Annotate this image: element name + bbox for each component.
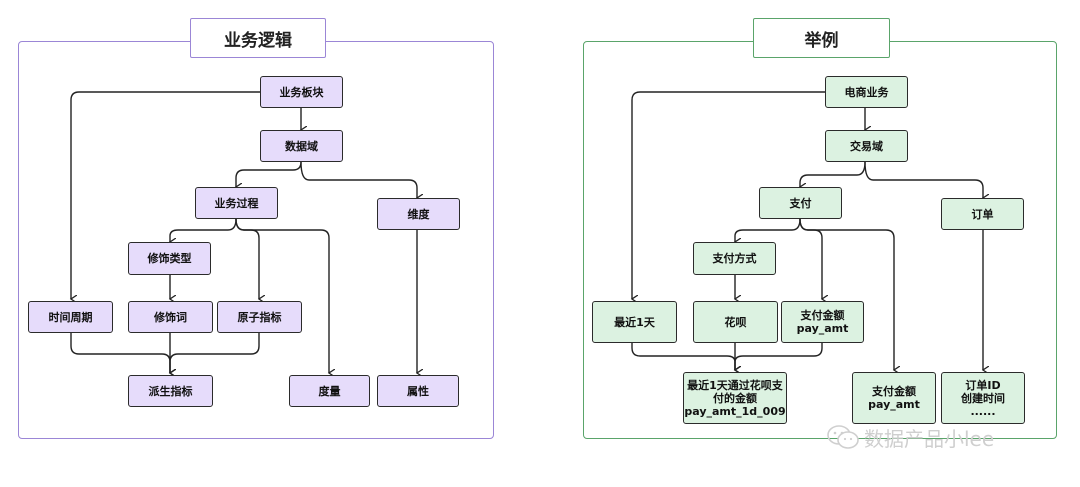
node-last-1-day: 最近1天 (592, 301, 677, 343)
node-modifier: 修饰词 (128, 301, 213, 333)
node-ecommerce-business: 电商业务 (825, 76, 908, 108)
node-attribute-example: 订单ID 创建时间 ...... (941, 372, 1025, 424)
node-payment-method: 支付方式 (693, 242, 776, 275)
node-derived-metric: 派生指标 (128, 375, 213, 407)
right-panel-title: 举例 (753, 18, 890, 58)
node-measure: 度量 (289, 375, 370, 407)
watermark: 数据产品小lee (826, 420, 994, 454)
left-panel-title: 业务逻辑 (190, 18, 326, 58)
node-business-segment: 业务板块 (260, 76, 343, 108)
node-dimension: 维度 (377, 198, 460, 230)
node-time-period: 时间周期 (28, 301, 113, 333)
node-modifier-type: 修饰类型 (128, 242, 211, 275)
node-atomic-metric: 原子指标 (217, 301, 302, 333)
node-derived-example: 最近1天通过花呗支 付的金额 pay_amt_1d_009 (683, 372, 787, 424)
node-order: 订单 (941, 198, 1024, 230)
node-attribute: 属性 (377, 375, 459, 407)
node-business-process: 业务过程 (195, 187, 278, 219)
node-measure-example: 支付金额 pay_amt (852, 372, 936, 424)
node-data-domain: 数据域 (260, 130, 343, 162)
wechat-icon (827, 425, 859, 449)
node-payment: 支付 (759, 187, 842, 219)
node-payment-amount: 支付金额 pay_amt (781, 301, 864, 343)
node-huabei: 花呗 (693, 301, 778, 343)
watermark-text: 数据产品小lee (864, 426, 995, 451)
node-transaction-domain: 交易域 (825, 130, 908, 162)
